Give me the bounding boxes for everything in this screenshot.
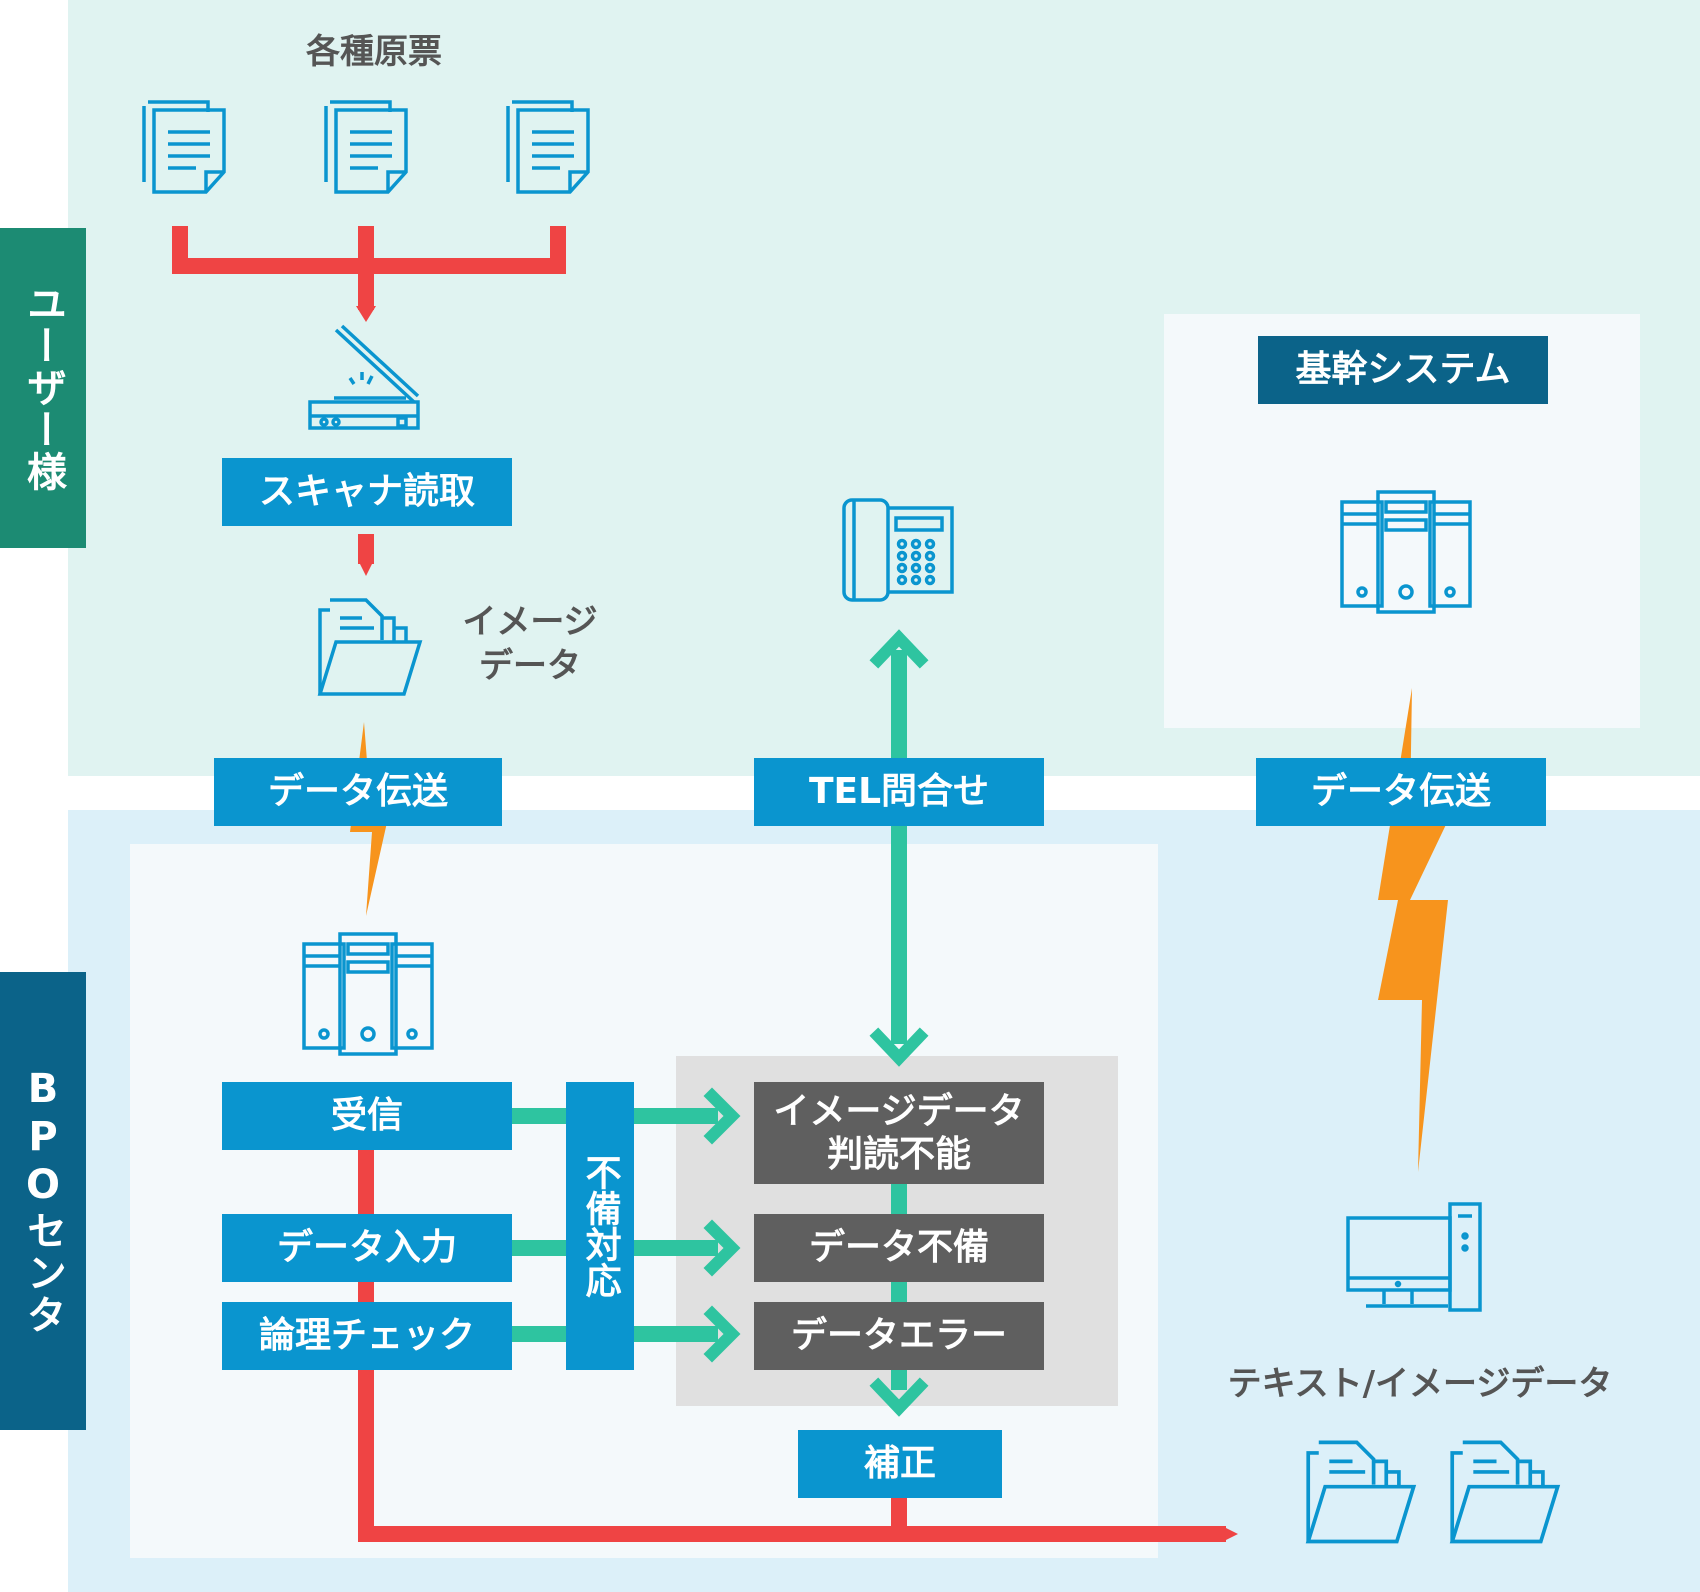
receive-arrowhead	[703, 1087, 741, 1145]
folder-icon	[1449, 1440, 1561, 1544]
document-icon	[324, 100, 408, 194]
scanner-read-label: スキャナ読取	[258, 471, 475, 513]
image-unreadable-line1: イメージデータ	[773, 1090, 1025, 1132]
correction-label: 補正	[863, 1443, 936, 1485]
user-zone-tab: ユーザー様	[0, 228, 86, 548]
core-system-box: 基幹システム	[1258, 336, 1548, 404]
entry-arrowhead	[703, 1219, 741, 1277]
image-data-caption: イメージ データ	[450, 600, 610, 688]
data-deficient-label: データ不備	[808, 1227, 989, 1269]
data-transfer-right-label: データ伝送	[1310, 771, 1491, 813]
receive-label: 受信	[330, 1095, 403, 1137]
image-unreadable-line2: 判読不能	[826, 1134, 971, 1175]
computer-icon	[1346, 1202, 1482, 1312]
correction-box: 補正	[798, 1430, 1002, 1498]
scanner-read-box: スキャナ読取	[222, 458, 512, 526]
logic-check-box: 論理チェック	[222, 1302, 512, 1370]
receive-box: 受信	[222, 1082, 512, 1150]
deficiency-handling-label: 不備対応	[579, 1154, 621, 1298]
exception-down-arrowhead	[869, 1377, 929, 1417]
document-icon	[142, 100, 226, 194]
check-arrowhead	[703, 1305, 741, 1363]
data-entry-label: データ入力	[276, 1227, 457, 1269]
tel-inquiry-label: TEL問合せ	[808, 771, 990, 813]
logic-check-label: 論理チェック	[258, 1315, 475, 1357]
bpo-zone-label: BPOセンタ	[20, 1066, 66, 1336]
core-system-label: 基幹システム	[1295, 349, 1511, 391]
data-transfer-left-label: データ伝送	[267, 771, 448, 813]
originals-arrow-tip	[356, 306, 376, 322]
document-icon	[506, 100, 590, 194]
originals-caption: 各種原票	[306, 32, 442, 72]
originals-to-scanner-connector	[172, 226, 566, 310]
data-entry-box: データ入力	[222, 1214, 512, 1282]
image-data-caption-line2: データ	[479, 646, 581, 687]
tel-down-arrowhead	[869, 1027, 929, 1067]
server-icon	[1340, 490, 1472, 614]
image-data-caption-line1: イメージ	[462, 602, 598, 642]
image-unreadable-box: イメージデータ 判読不能	[754, 1082, 1044, 1184]
scanner-arrow-tip	[358, 560, 374, 576]
folder-icon	[1305, 1440, 1417, 1544]
server-icon	[302, 932, 434, 1056]
tel-inquiry-box: TEL問合せ	[754, 758, 1044, 826]
phone-icon	[842, 498, 954, 602]
bpo-zone-tab: BPOセンタ	[0, 972, 86, 1430]
data-transfer-right-box: データ伝送	[1256, 758, 1546, 826]
output-arrow-tip	[1222, 1526, 1238, 1542]
data-error-box: データエラー	[754, 1302, 1044, 1370]
data-transfer-left-box: データ伝送	[214, 758, 502, 826]
tel-up-arrowhead	[869, 629, 929, 669]
data-error-label: データエラー	[790, 1315, 1007, 1357]
user-zone-label: ユーザー様	[20, 283, 66, 493]
data-deficient-box: データ不備	[754, 1214, 1044, 1282]
scanner-to-image-connector	[358, 534, 374, 564]
folder-icon	[317, 598, 423, 696]
deficiency-handling-box: 不備対応	[566, 1082, 634, 1370]
output-data-caption: テキスト/イメージデータ	[1227, 1364, 1613, 1404]
scanner-icon	[308, 324, 420, 430]
